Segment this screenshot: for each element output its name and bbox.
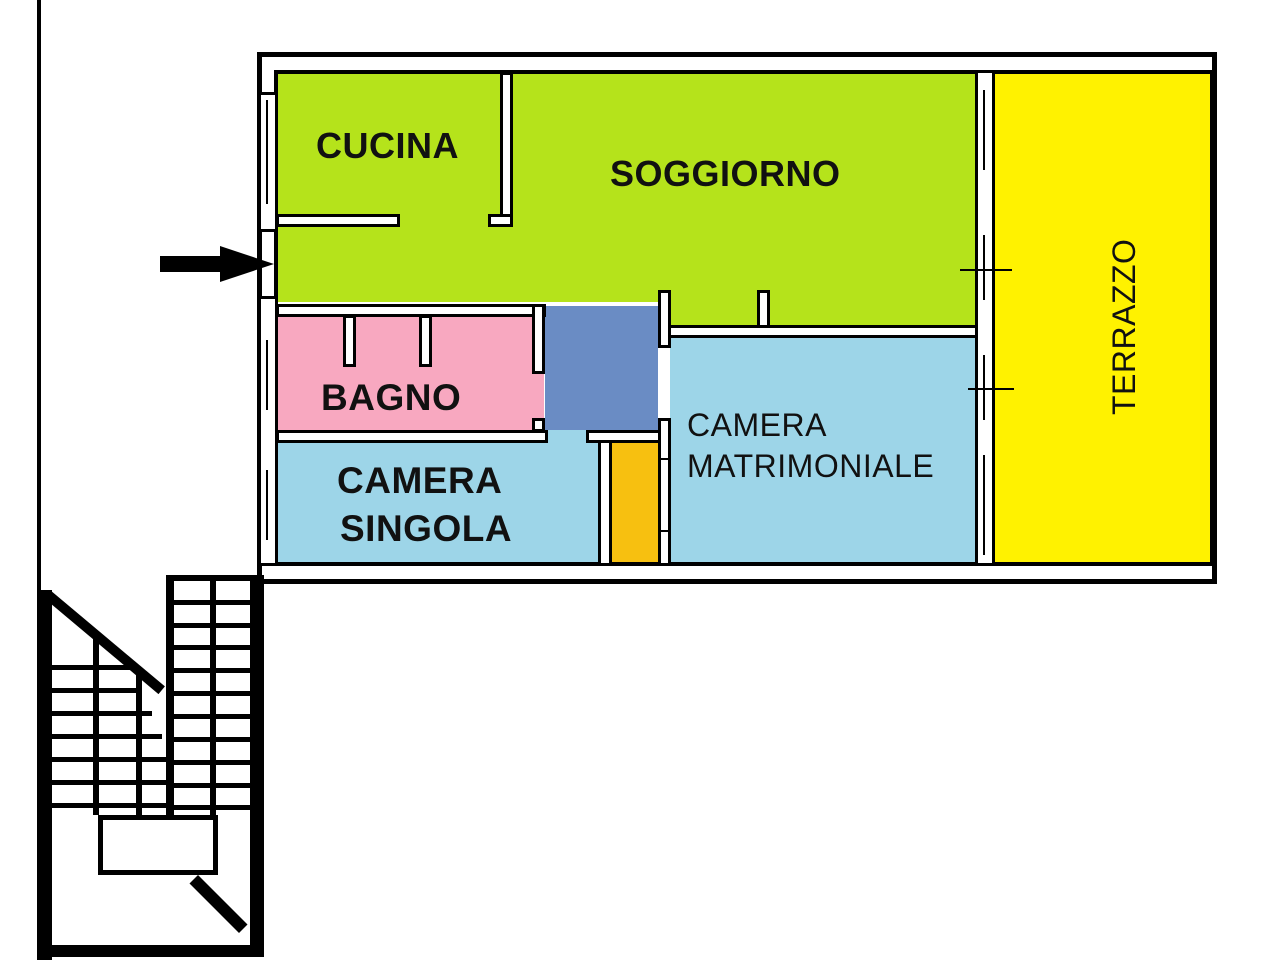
staircase xyxy=(38,575,264,960)
label-bagno: BAGNO xyxy=(321,377,462,418)
room-soggiorno-lower xyxy=(662,300,975,328)
wall-soggiorno-stub xyxy=(757,290,770,328)
room-ripostiglio xyxy=(612,442,658,562)
label-cucina: CUCINA xyxy=(316,125,459,166)
room-camera-singola xyxy=(278,442,598,562)
wall-cucina-vertical xyxy=(500,72,513,227)
label-soggiorno: SOGGIORNO xyxy=(610,153,841,194)
window-line xyxy=(983,455,985,555)
wall-cucina-horizontal xyxy=(276,214,400,227)
wall-bagno-bottom xyxy=(276,430,548,443)
label-camera-singola-1: CAMERA xyxy=(337,460,503,501)
room-soggiorno xyxy=(278,74,975,302)
wall-corridor-right xyxy=(658,290,671,348)
door-line xyxy=(658,458,671,460)
room-camera-matrimoniale xyxy=(670,338,975,562)
room-terrazzo xyxy=(994,74,1210,562)
label-camera-singola-2: SINGOLA xyxy=(340,508,513,549)
window-line xyxy=(983,90,985,170)
wall-bagno-corner xyxy=(532,418,545,432)
window-line xyxy=(983,355,985,420)
wall-left-window xyxy=(258,92,278,232)
door-marker xyxy=(968,388,1014,390)
wall-cucina-stub xyxy=(488,214,513,227)
wall-left-window xyxy=(258,296,278,566)
arrow-right-icon xyxy=(160,246,274,282)
wall-ripostiglio-left xyxy=(598,440,612,566)
room-corridoio xyxy=(545,306,658,430)
room-bagno xyxy=(278,316,544,430)
door-marker xyxy=(960,269,1012,271)
wall-bagno-top xyxy=(276,304,546,317)
window-line xyxy=(266,340,268,410)
window-line xyxy=(266,470,268,540)
wall-bagno-right xyxy=(532,304,545,374)
wall-bagno-stub xyxy=(343,315,356,367)
label-terrazzo: TERRAZZO xyxy=(1106,238,1142,415)
door-line xyxy=(658,530,671,532)
window-line xyxy=(266,100,268,204)
wall-ripostiglio-top xyxy=(586,430,661,443)
wall-matrimoniale-left xyxy=(658,418,671,566)
label-camera-matrimoniale-2: MATRIMONIALE xyxy=(687,448,935,484)
window-line xyxy=(983,235,985,300)
building-edge-line xyxy=(37,0,41,960)
wall-bagno-stub xyxy=(419,315,432,367)
label-camera-matrimoniale-1: CAMERA xyxy=(687,407,827,443)
wall-terrazzo xyxy=(975,70,995,566)
wall-soggiorno-bottom xyxy=(668,325,978,338)
